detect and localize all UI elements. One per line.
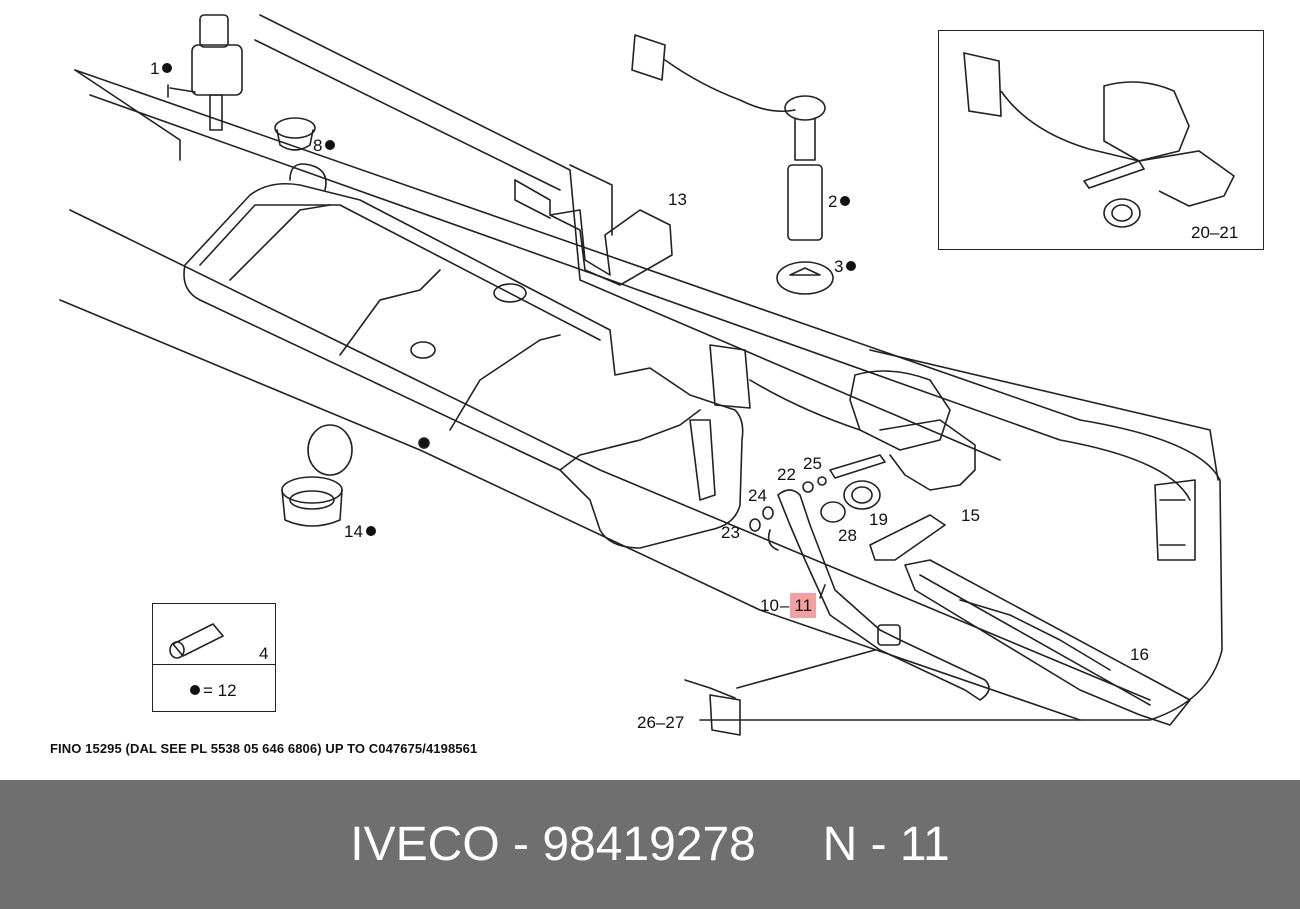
callout-15: 15 [961,506,980,525]
part-title: IVECO - 98419278 N - 11 [0,780,1300,909]
part-number-text: 98419278 [542,818,756,871]
callout-20-21: 20–21 [1191,223,1239,242]
legend-frame [152,603,276,712]
callout-10-11: 10–11 [760,593,817,618]
callout-16: 16 [1130,645,1149,664]
dot-icon [840,196,851,206]
callout-22: 22 [777,465,796,484]
callout-13: 13 [668,190,687,209]
separator-text: - [499,818,543,871]
parts-diagram: 1 8 2 3 13 14 4 = 12 22 25 24 23 28 19 1… [50,14,1264,756]
callout-2-text: 2 [828,192,838,211]
footnote: FINO 15295 (DAL SEE PL 5538 05 646 6806)… [50,741,478,756]
callout-8-text: 8 [313,136,323,155]
callout-10-text: 10 [760,596,779,615]
dot-icon [162,63,173,73]
callout-3-text: 3 [834,257,844,276]
dot-icon [365,526,376,536]
callout-4: 4 [259,644,269,663]
callout-12-text: = 12 [203,681,237,700]
sleeve-drawing [169,623,225,659]
dot-icon [846,261,857,271]
diagram-drawing [59,14,1223,736]
callout-19: 19 [869,510,888,529]
inset-frame [938,30,1264,250]
position-text: N - 11 [822,818,950,871]
callout-28: 28 [838,526,857,545]
callout-14: 14 [344,523,376,540]
callout-8: 8 [313,136,336,155]
callout-12: = 12 [190,682,237,699]
dot-icon [190,685,200,695]
callout-23: 23 [721,523,740,542]
callout-1: 1 [150,59,173,78]
callout-24: 24 [748,486,767,505]
dot-icon [325,140,336,150]
callout-3: 3 [834,257,857,276]
title-bar: IVECO - 98419278 N - 11 [0,780,1300,909]
callout-11-highlight: 11 [790,593,817,618]
inset-drawing [963,51,1236,228]
brand-text: IVECO [350,818,500,871]
callout-2: 2 [828,192,851,211]
callout-1-text: 1 [150,59,160,78]
callout-14-text: 14 [344,522,363,541]
callout-26-27: 26–27 [637,713,685,732]
callout-25: 25 [803,454,822,473]
